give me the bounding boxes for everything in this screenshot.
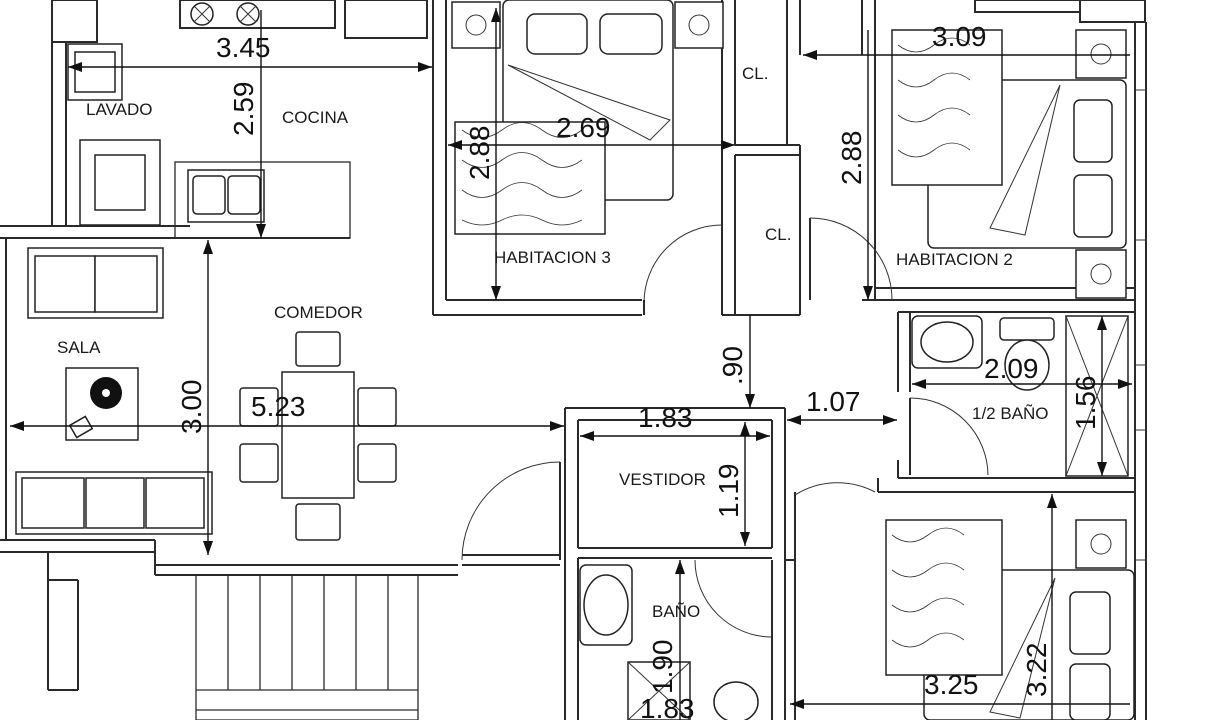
dim-bano-depth: 1.90 [647, 640, 678, 695]
living-furniture [15, 247, 397, 541]
label-sala: SALA [57, 338, 101, 357]
room-labels: LAVADO COCINA SALA COMEDOR HABITACION 3 … [57, 64, 1049, 621]
dim-medio-bano-width: 2.09 [984, 353, 1039, 384]
dim-vestidor-depth: 1.19 [713, 464, 744, 519]
dim-sala-depth: 3.00 [176, 380, 207, 435]
dim-cocina-width: 3.45 [216, 32, 271, 63]
kitchen-fixtures [67, 2, 265, 226]
dim-hab1-width: 3.25 [924, 669, 979, 700]
hab2-furniture [891, 29, 1127, 299]
label-closet-1: CL. [742, 64, 768, 83]
label-medio-bano: 1/2 BAÑO [972, 404, 1049, 423]
label-vestidor: VESTIDOR [619, 470, 706, 489]
label-cocina: COCINA [282, 108, 349, 127]
dimension-lines [10, 8, 1132, 720]
dim-hab3-depth: 2.88 [464, 126, 495, 181]
dim-vestidor-width: 1.83 [638, 402, 693, 433]
label-habitacion-2: HABITACION 2 [896, 250, 1013, 269]
dimension-labels: 3.45 2.59 2.69 2.88 3.09 2.88 5.23 3.00 … [176, 21, 1101, 720]
hab1-furniture [885, 519, 1135, 720]
label-closet-2: CL. [765, 225, 791, 244]
label-habitacion-3: HABITACION 3 [494, 248, 611, 267]
dim-bano-width: 1.83 [640, 693, 695, 720]
dim-sala-width: 5.23 [251, 391, 306, 422]
dim-pasillo-width: 1.07 [806, 386, 861, 417]
label-comedor: COMEDOR [274, 303, 363, 322]
dim-cocina-depth: 2.59 [228, 82, 259, 137]
dim-pasillo-gap: .90 [717, 346, 748, 385]
dim-hab2-width: 3.09 [932, 21, 987, 52]
dim-hab1-depth: 3.22 [1021, 643, 1052, 698]
dim-hab2-depth: 2.88 [836, 131, 867, 186]
dim-hab3-width: 2.69 [556, 112, 611, 143]
label-bano: BAÑO [652, 602, 700, 621]
hab3-furniture [451, 0, 724, 235]
bath-fixtures [579, 315, 1129, 720]
walls [0, 0, 1147, 720]
dim-medio-bano-depth: 1.56 [1070, 376, 1101, 431]
label-lavado: LAVADO [86, 100, 152, 119]
